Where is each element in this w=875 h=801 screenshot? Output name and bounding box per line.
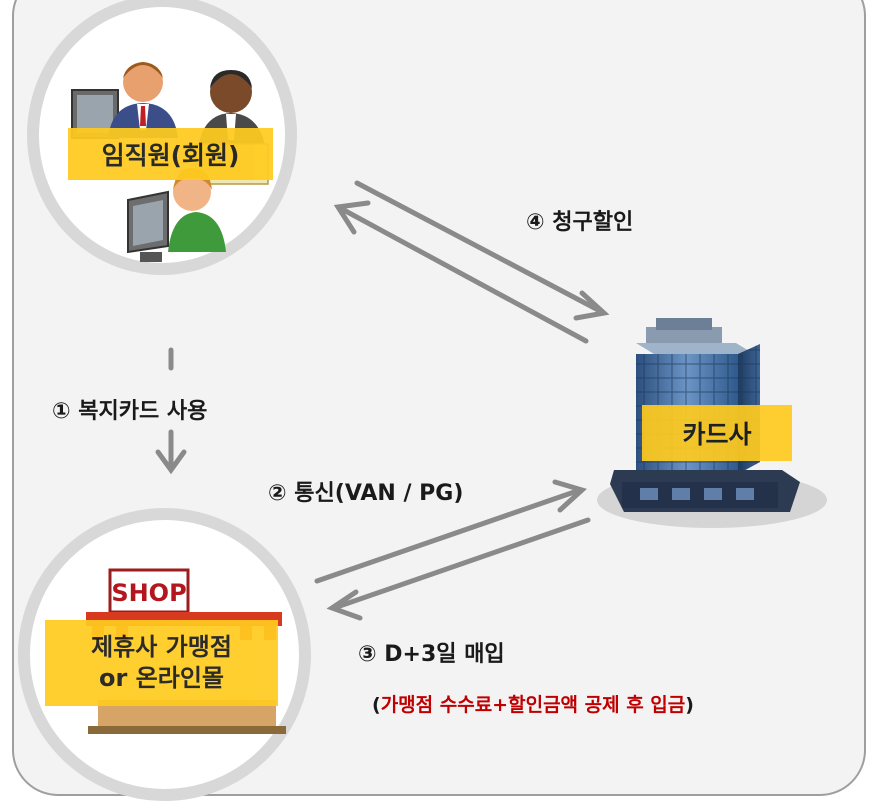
merchant-label: 제휴사 가맹점 or 온라인몰 [45,620,278,706]
shop-sign-text: SHOP [111,579,186,607]
merchant-label-line1: 제휴사 가맹점 [91,633,232,661]
merchant-label-line2: or 온라인몰 [99,664,224,692]
note-close-paren: ) [685,694,694,716]
step4-label: ④ 청구할인 [526,210,634,235]
employee-label: 임직원(회원) [68,128,273,180]
note-open-paren: ( [372,694,381,716]
card-company-label: 카드사 [642,405,792,461]
settlement-note: (가맹점 수수료+할인금액 공제 후 입금) [372,690,694,717]
person-icon [168,168,226,252]
step1-label: ① 복지카드 사용 [52,399,208,424]
step3-label: ③ D+3일 매입 [358,642,505,667]
note-text: 가맹점 수수료+할인금액 공제 후 입금 [380,694,686,716]
arrow-step4-to-card [354,180,610,321]
monitor-icon [127,190,169,262]
arrow-step1 [155,347,187,475]
arrow-step3-to-merchant [326,517,591,621]
step2-label: ② 통신(VAN / PG) [268,481,464,506]
arrow-step2-to-card [314,479,587,584]
arrow-step4-to-employee [333,200,589,344]
